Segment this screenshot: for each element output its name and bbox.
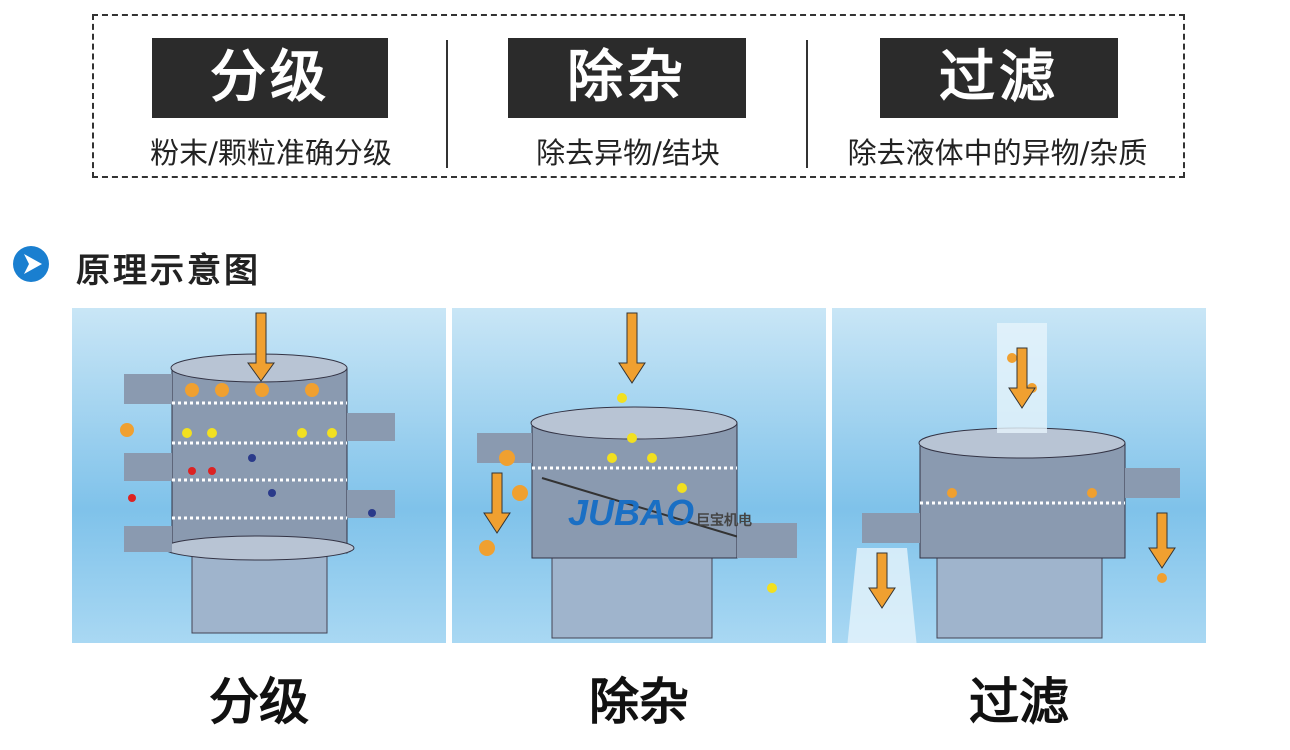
feature-title: 过滤 bbox=[880, 38, 1118, 118]
feature-desc: 除去异物/结块 bbox=[536, 136, 720, 170]
features-box: 分级 粉末/颗粒准确分级 除杂 除去异物/结块 过滤 除去液体中的异物/杂质 bbox=[92, 14, 1185, 178]
logo-text: JUBAO bbox=[568, 492, 695, 533]
filter-machine-illustration bbox=[847, 323, 1180, 648]
divider bbox=[806, 40, 808, 168]
grading-machine-illustration bbox=[120, 312, 395, 634]
feature-filter: 过滤 除去液体中的异物/杂质 bbox=[810, 16, 1185, 176]
panel-label: 除杂 bbox=[589, 673, 689, 731]
feature-title: 除杂 bbox=[508, 38, 746, 118]
feature-desc: 除去液体中的异物/杂质 bbox=[847, 136, 1148, 170]
panel-label: 过滤 bbox=[969, 673, 1069, 731]
impurity-machine-illustration bbox=[477, 312, 797, 639]
panel-label: 分级 bbox=[209, 673, 309, 731]
panel-impurity bbox=[452, 308, 826, 643]
divider bbox=[446, 40, 448, 168]
logo-cn: 巨宝机电 bbox=[696, 512, 753, 528]
feature-grading: 分级 粉末/颗粒准确分级 bbox=[94, 16, 448, 176]
section-heading: 原理示意图 bbox=[76, 251, 261, 291]
panel-grading bbox=[72, 308, 446, 643]
feature-impurity: 除杂 除去异物/结块 bbox=[450, 16, 806, 176]
feature-desc: 粉末/颗粒准确分级 bbox=[150, 136, 392, 170]
panel-filter bbox=[832, 308, 1206, 648]
feature-title: 分级 bbox=[152, 38, 388, 118]
play-arrow-icon bbox=[13, 246, 49, 282]
